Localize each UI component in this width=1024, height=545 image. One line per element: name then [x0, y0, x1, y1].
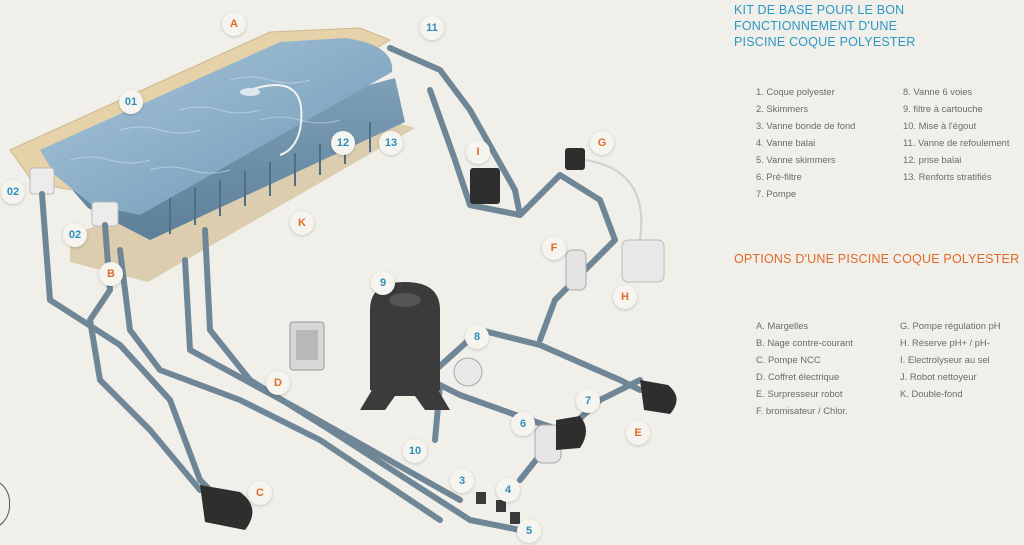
list-item: G. Pompe régulation pH: [900, 320, 1001, 331]
options-list-col2: G. Pompe régulation pH H. Réserve pH+ / …: [900, 317, 1001, 402]
list-item: 1. Coque polyester: [756, 86, 835, 97]
options-list-col1: A. Margelles B. Nage contre-courant C. P…: [756, 317, 853, 419]
callout-C: C: [248, 481, 272, 505]
list-item: 9. filtre à cartouche: [903, 103, 983, 114]
list-item: 12. prise balai: [903, 154, 962, 165]
ph-reservoir: [621, 239, 665, 283]
list-item: F. bromisateur / Chlor.: [756, 405, 848, 416]
list-item: E. Surpresseur robot: [756, 388, 843, 399]
list-item: 8. Vanne 6 voies: [903, 86, 973, 97]
callout-02-right: 02: [63, 223, 87, 247]
list-item: C. Pompe NCC: [756, 354, 821, 365]
base-kit-list-col2: 8. Vanne 6 voies 9. filtre à cartouche 1…: [903, 83, 1010, 185]
callout-5: 5: [517, 519, 541, 543]
callout-E: E: [626, 421, 650, 445]
valve-4: [496, 500, 506, 512]
callout-10: 10: [403, 439, 427, 463]
list-item: 3. Vanne bonde de fond: [756, 120, 856, 131]
callout-H: H: [613, 285, 637, 309]
callout-3: 3: [450, 469, 474, 493]
brominator: [565, 249, 587, 291]
list-item: 4. Vanne balai: [756, 137, 816, 148]
list-item: 13. Renforts stratifiés: [903, 171, 992, 182]
callout-D: D: [266, 371, 290, 395]
callout-K: K: [290, 211, 314, 235]
callout-01: 01: [119, 90, 143, 114]
base-kit-title-line2: PISCINE COQUE POLYESTER: [734, 35, 916, 49]
callout-A: A: [222, 12, 246, 36]
base-kit-list-col1: 1. Coque polyester 2. Skimmers 3. Vanne …: [756, 83, 855, 202]
callout-7: 7: [576, 389, 600, 413]
base-kit-title-line1: KIT DE BASE POUR LE BON FONCTIONNEMENT D…: [734, 3, 905, 33]
pool-installation-illustration: [9, 27, 677, 533]
callout-4: 4: [496, 478, 520, 502]
callout-13: 13: [379, 131, 403, 155]
pipe-network: [39, 45, 643, 533]
booster-pump: [640, 380, 677, 414]
callout-6: 6: [511, 412, 535, 436]
electrolyser: [470, 168, 500, 204]
list-item: J. Robot nettoyeur: [900, 371, 977, 382]
list-item: H. Réserve pH+ / pH-: [900, 337, 990, 348]
ncc-pump: [200, 485, 253, 530]
six-way-valve: [453, 357, 483, 387]
callout-F: F: [542, 236, 566, 260]
list-item: B. Nage contre-courant: [756, 337, 853, 348]
skimmer-1: [29, 167, 55, 195]
list-item: D. Coffret électrique: [756, 371, 840, 382]
callout-G: G: [590, 131, 614, 155]
list-item: I. Electrolyseur au sel: [900, 354, 990, 365]
double-fond-slab: [70, 122, 415, 282]
main-pump: [556, 416, 586, 450]
callout-11: 11: [420, 16, 444, 40]
callout-B: B: [99, 262, 123, 286]
callout-12: 12: [331, 131, 355, 155]
list-item: A. Margelles: [756, 320, 809, 331]
reinforcement-ribs: [169, 122, 371, 234]
ph-pump: [565, 148, 585, 170]
callout-9: 9: [371, 271, 395, 295]
valve-5: [510, 512, 520, 524]
robot-cable: [249, 84, 303, 156]
pool-water: [40, 38, 393, 215]
list-item: K. Double-fond: [900, 388, 963, 399]
valve-3: [476, 492, 486, 504]
callout-I: I: [466, 140, 490, 164]
list-item: 11. Vanne de refoulement: [903, 137, 1010, 148]
options-title: OPTIONS D'UNE PISCINE COQUE POLYESTER: [734, 252, 1020, 266]
filter-tank: [360, 282, 450, 410]
list-item: 6. Pré-filtre: [756, 171, 802, 182]
callout-8: 8: [465, 325, 489, 349]
list-item: 5. Vanne skimmers: [756, 154, 836, 165]
list-item: 10. Mise à l'égout: [903, 120, 977, 131]
base-kit-title: KIT DE BASE POUR LE BON FONCTIONNEMENT D…: [734, 2, 1024, 50]
callout-02-left: 02: [1, 180, 25, 204]
list-item: 7. Pompe: [756, 188, 797, 199]
list-item: 2. Skimmers: [756, 103, 809, 114]
